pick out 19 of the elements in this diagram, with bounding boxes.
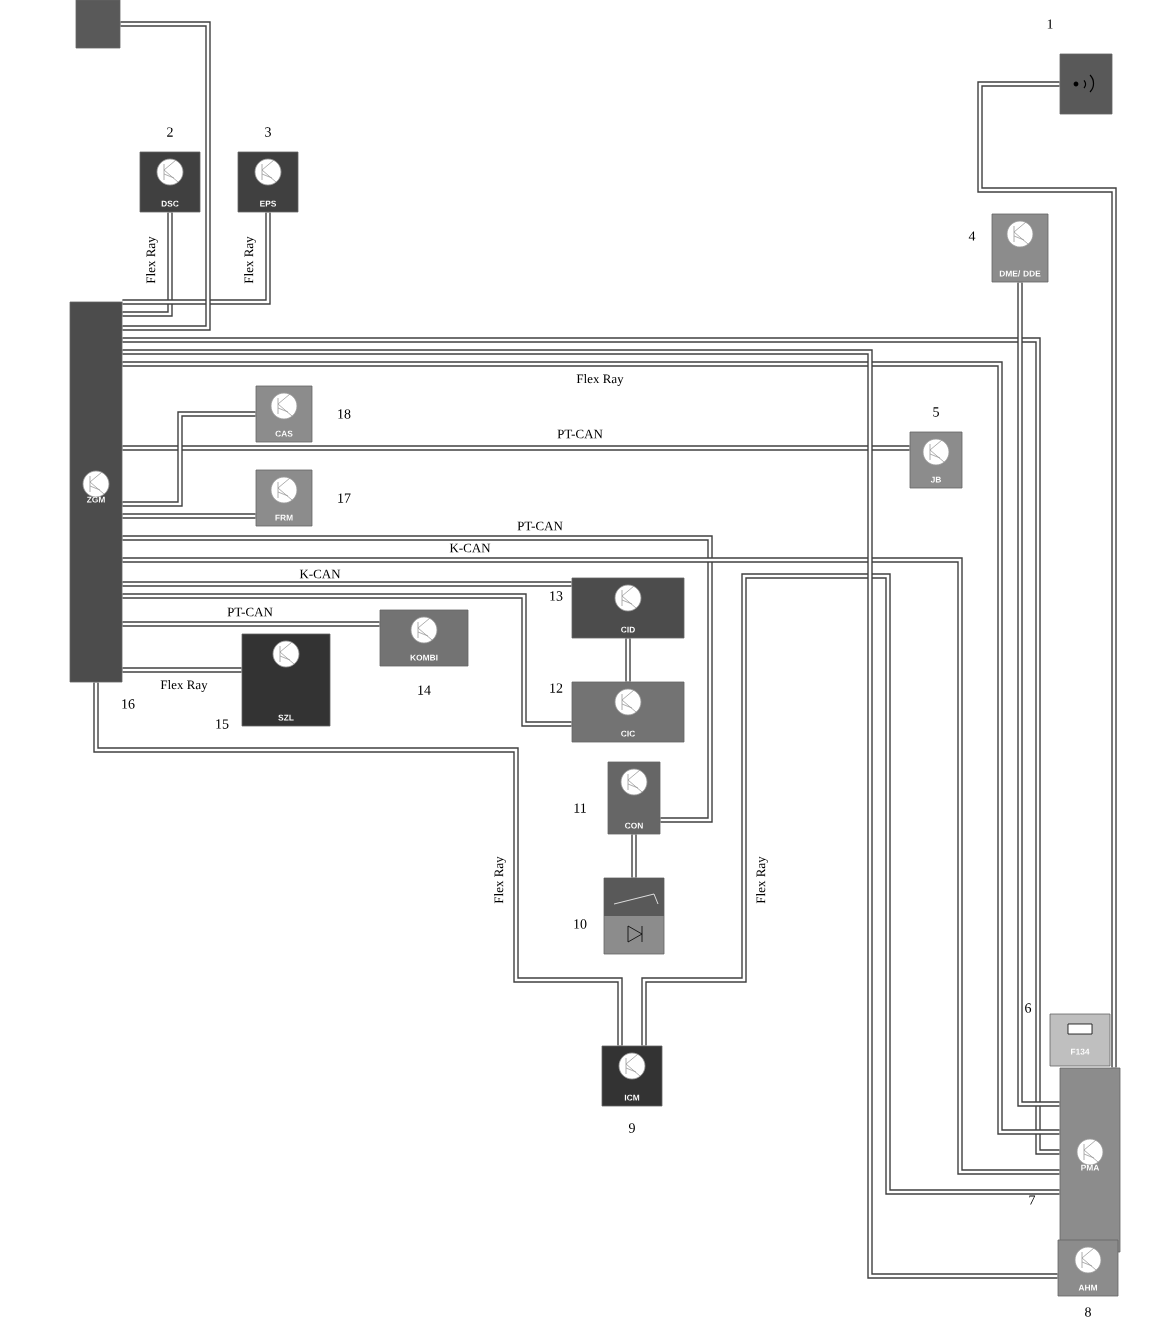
bus-line	[122, 411, 256, 507]
bus-line	[122, 212, 173, 317]
bus-line	[122, 212, 271, 305]
bus-line	[122, 535, 713, 823]
bus-line	[625, 638, 631, 682]
bus-line	[122, 513, 256, 519]
bus-line	[122, 621, 380, 627]
bus-line	[122, 667, 242, 673]
bus-line	[631, 834, 637, 878]
bus-line	[122, 581, 572, 587]
module-box	[75, 0, 121, 49]
bus-line	[1017, 282, 1060, 1107]
bus-line	[93, 682, 623, 1046]
bus-line	[122, 445, 910, 451]
bus-line	[122, 557, 1060, 1175]
bus-line	[641, 573, 1060, 1195]
bus-line	[122, 593, 572, 727]
bus-line	[977, 81, 1117, 1068]
bus-line	[120, 21, 211, 331]
